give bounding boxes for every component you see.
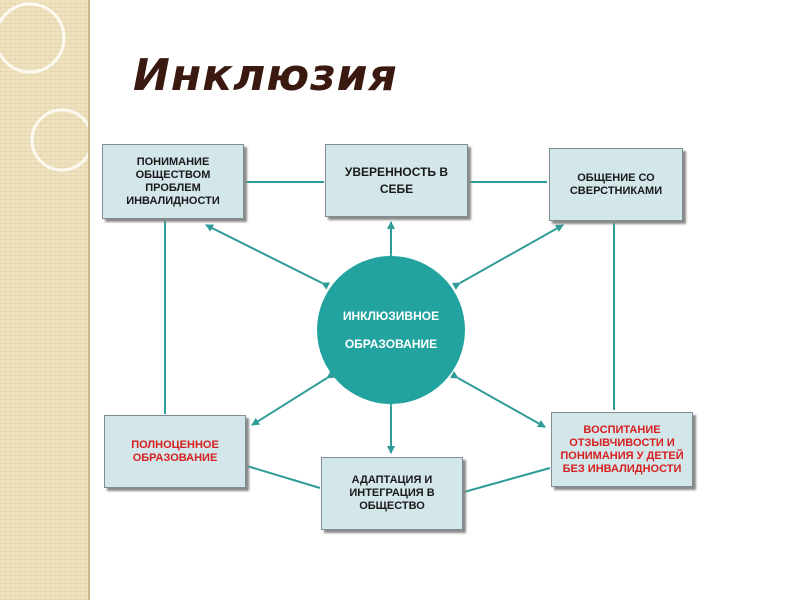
center-line-1: ИНКЛЮЗИВНОЕ bbox=[342, 309, 440, 323]
arrow-center-full bbox=[251, 370, 336, 426]
center-node-inclusive-education: ИНКЛЮЗИВНОЕ ОБРАЗОВАНИЕ bbox=[317, 256, 465, 404]
node-confidence: УВЕРЕННОСТЬ В СЕБЕ bbox=[325, 144, 468, 217]
arrow-center-understanding bbox=[205, 224, 331, 290]
page-title: Инклюзия bbox=[133, 50, 398, 101]
arrow-center-upbringing bbox=[449, 371, 546, 428]
node-adaptation: АДАПТАЦИЯ И ИНТЕГРАЦИЯ В ОБЩЕСТВО bbox=[321, 457, 463, 530]
panel-divider bbox=[88, 0, 90, 600]
node-full-education: ПОЛНОЦЕННОЕ ОБРАЗОВАНИЕ bbox=[104, 415, 246, 488]
line-adaptation-upbringing bbox=[463, 467, 551, 493]
decorative-side-panel bbox=[0, 0, 94, 600]
center-line-2: ОБРАЗОВАНИЕ bbox=[344, 337, 438, 351]
node-understanding: ПОНИМАНИЕ ОБЩЕСТВОМ ПРОБЛЕМ ИНВАЛИДНОСТИ bbox=[102, 144, 244, 219]
node-confidence-label: УВЕРЕННОСТЬ В СЕБЕ bbox=[344, 164, 449, 196]
line-full-adaptation bbox=[246, 465, 321, 489]
node-adaptation-label: АДАПТАЦИЯ И ИНТЕГРАЦИЯ В ОБЩЕСТВО bbox=[349, 474, 435, 512]
node-peers: ОБЩЕНИЕ СО СВЕРСТНИКАМИ bbox=[549, 148, 683, 221]
node-peers-label: ОБЩЕНИЕ СО СВЕРСТНИКАМИ bbox=[569, 171, 663, 197]
arrow-center-peers bbox=[451, 224, 564, 290]
node-full-education-label: ПОЛНОЦЕННОЕ ОБРАЗОВАНИЕ bbox=[131, 438, 219, 464]
node-upbringing: ВОСПИТАНИЕ ОТЗЫВЧИВОСТИ И ПОНИМАНИЯ У ДЕ… bbox=[551, 412, 693, 487]
node-upbringing-label: ВОСПИТАНИЕ ОТЗЫВЧИВОСТИ И ПОНИМАНИЯ У ДЕ… bbox=[560, 423, 684, 475]
node-understanding-label: ПОНИМАНИЕ ОБЩЕСТВОМ ПРОБЛЕМ ИНВАЛИДНОСТИ bbox=[126, 155, 220, 207]
